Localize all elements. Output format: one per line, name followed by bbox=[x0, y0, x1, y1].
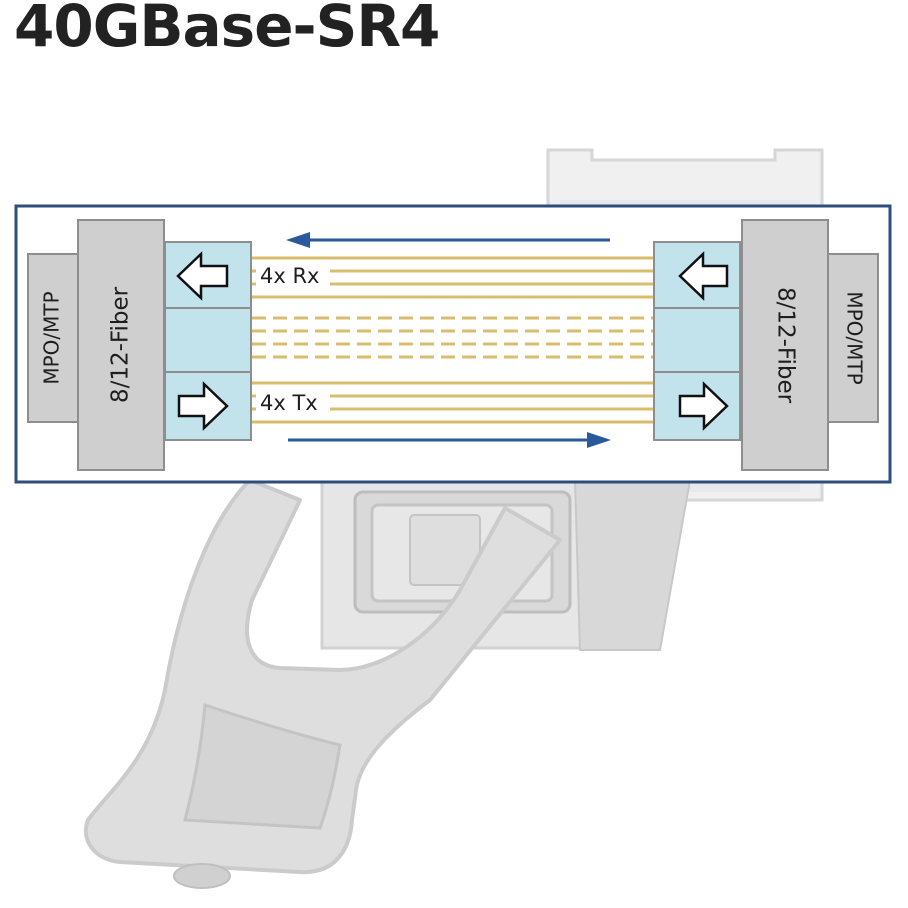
left-fiber-label: 8/12-Fiber bbox=[108, 286, 134, 403]
tx-label-backdrop bbox=[256, 390, 330, 414]
tx-direction-arrow bbox=[288, 432, 611, 448]
right-connector-label: MPO/MTP bbox=[843, 291, 867, 384]
left-fiber-block: 8/12-Fiber bbox=[77, 219, 165, 471]
rx-label-backdrop bbox=[256, 262, 330, 286]
left-connector-label: MPO/MTP bbox=[40, 291, 64, 384]
right-fiber-block: 8/12-Fiber bbox=[741, 219, 829, 471]
left-connector-block: MPO/MTP bbox=[27, 253, 79, 423]
right-port-stack bbox=[653, 241, 741, 441]
left-rx-arrow-icon bbox=[176, 251, 229, 301]
right-tx-arrow-icon bbox=[678, 381, 729, 431]
unused-fiber-lines bbox=[252, 316, 653, 359]
rx-lane-label: 4x Rx bbox=[260, 264, 319, 288]
tx-lane-label: 4x Tx bbox=[260, 391, 318, 415]
page-title: 40GBase-SR4 bbox=[14, 0, 440, 60]
right-rx-arrow-icon bbox=[678, 251, 729, 301]
rx-direction-arrow bbox=[286, 232, 610, 248]
right-fiber-label: 8/12-Fiber bbox=[773, 287, 799, 404]
right-connector-block: MPO/MTP bbox=[827, 253, 879, 423]
left-port-stack bbox=[164, 241, 252, 441]
left-tx-arrow-icon bbox=[177, 381, 229, 431]
left-unused-port bbox=[164, 307, 252, 373]
right-unused-port bbox=[653, 307, 741, 373]
pull-tab bbox=[83, 478, 562, 889]
